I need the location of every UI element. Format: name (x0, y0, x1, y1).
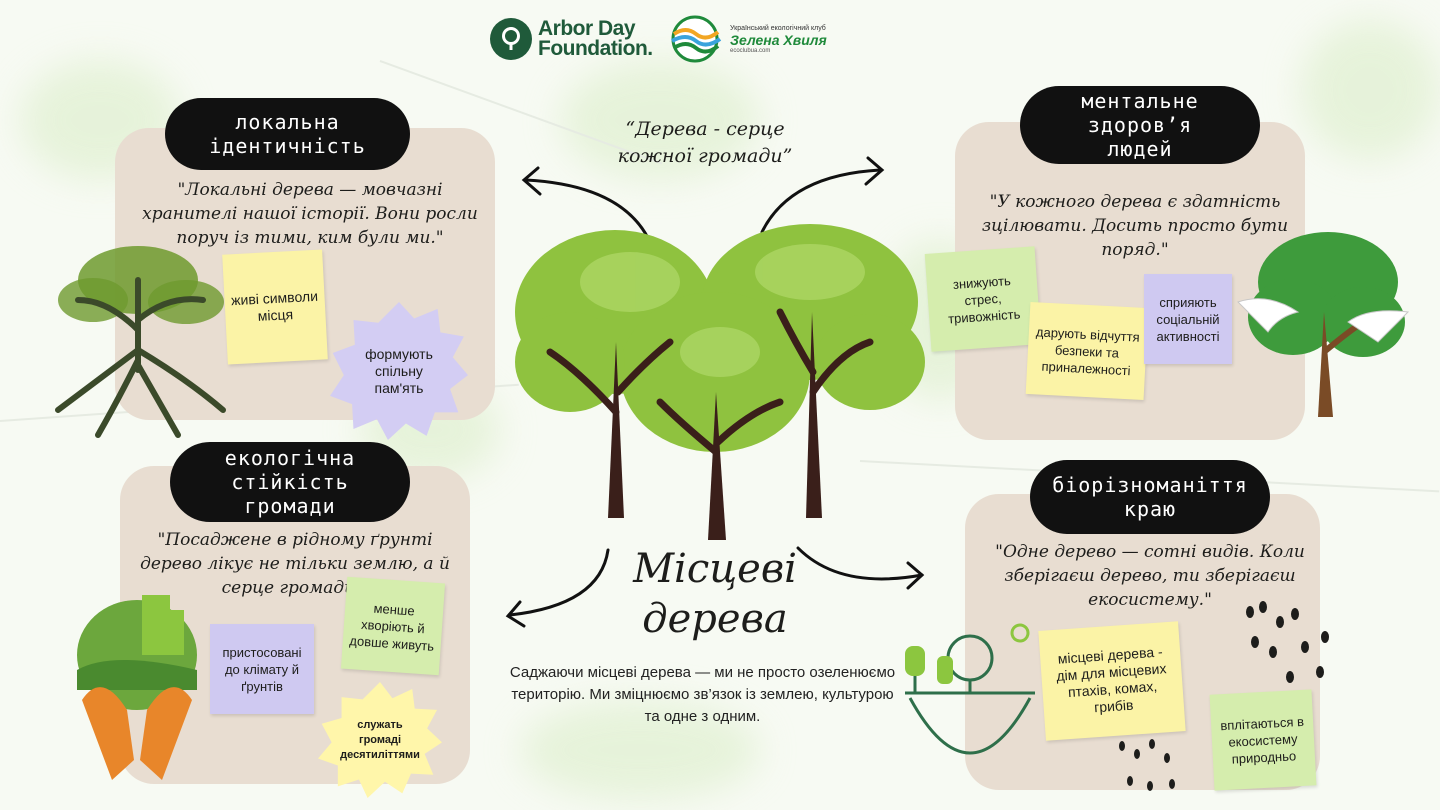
note-social-activity: сприяють соціальній активності (1144, 274, 1232, 364)
center-description: Саджаючи місцеві дерева — ми не просто о… (509, 664, 896, 725)
logos: Arbor Day Foundation. Український еколог… (490, 15, 827, 63)
background-blob (1300, 20, 1440, 160)
arrow-bottom-right (796, 546, 924, 581)
arrow-bottom-left (508, 548, 610, 617)
biodiversity-title: біорізноманіття краю (1030, 460, 1270, 534)
earth-in-hands-icon (77, 595, 197, 780)
central-trees-illustration (515, 224, 925, 540)
zh-url: ecoclubua.com (730, 47, 771, 54)
note-live-longer: менше хворіють й довше живуть (340, 576, 446, 676)
mental-health-title: ментальне здоров’я людей (1020, 86, 1260, 164)
zh-subtitle: Український екологічний клуб (730, 24, 826, 32)
zh-name: Зелена Хвиля (730, 31, 827, 48)
arbor-day-logo[interactable]: Arbor Day Foundation. (490, 17, 653, 60)
note-adapted-climate: пристосовані до клімату й ґрунтів (210, 624, 314, 714)
eco-resilience-quote: "Посаджене в рідному ґрунті дерево лікує… (140, 530, 450, 598)
note-reduce-stress: знижують стрес, тривожність (924, 246, 1042, 352)
eco-resilience-title: екологічна стійкість громади (170, 442, 410, 522)
note-living-symbols: живі символи місця (222, 249, 328, 365)
note-home-for-species: місцеві дерева - дім для місцевих птахів… (1038, 621, 1186, 741)
note-safety-belonging: дарують відчуття безпеки та приналежност… (1025, 301, 1149, 401)
zelena-khvylia-logo[interactable]: Український екологічний клуб Зелена Хвил… (666, 15, 827, 63)
roots-tree-icon (55, 246, 226, 438)
background-blob (560, 60, 760, 180)
hugging-tree-icon (1237, 232, 1410, 417)
biodiversity-quote: "Одне дерево — сотні видів. Коли зберіга… (995, 542, 1305, 610)
background-blob (520, 700, 760, 800)
local-identity-quote: "Локальні дерева — мовчазні хранителі на… (142, 180, 478, 248)
animal-tracks-icon (1246, 601, 1329, 683)
wave-icon (671, 15, 722, 63)
center-title: Місцеві дерева (633, 546, 797, 642)
tree-icon (490, 18, 532, 60)
mental-health-quote: "У кожного дерева є здатність зцілювати.… (981, 192, 1289, 260)
earth-trees-icon (905, 623, 1035, 755)
center-quote: “Дерева - серце кожної громади” (617, 118, 793, 167)
local-identity-title: локальна ідентичність (165, 98, 410, 170)
arbor-day-name: Arbor Day Foundation. (538, 17, 653, 60)
note-ecosystem-weaving: вплітаються в екосистему природньо (1209, 689, 1317, 791)
animal-tracks-icon (1119, 739, 1175, 791)
